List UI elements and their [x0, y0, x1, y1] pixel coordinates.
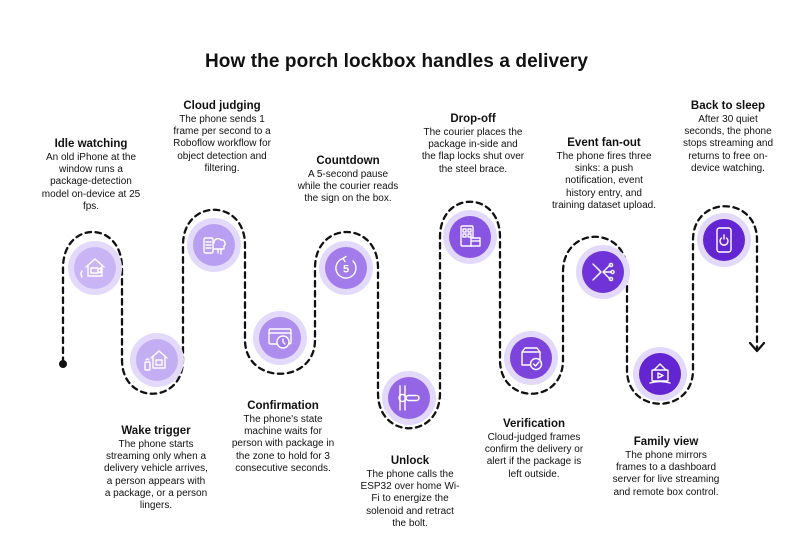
package-check-icon — [521, 347, 543, 371]
lockbox-package-icon — [460, 225, 481, 247]
route-end-arrow — [748, 341, 766, 353]
step-cloud-circle — [193, 224, 235, 266]
step-verify-node — [504, 331, 558, 385]
countdown-five-icon: 5 — [335, 255, 357, 279]
step-title: Drop-off — [450, 113, 496, 125]
step-desc: A 5-second pause while the courier reads… — [297, 169, 399, 205]
step-title: Event fan-out — [567, 137, 641, 149]
step-desc: The phone calls the ESP32 over home Wi-F… — [360, 469, 460, 529]
step-confirm-text: Confirmation The phone's state machine w… — [229, 399, 337, 475]
house-signal-icon — [144, 350, 168, 371]
step-sleep-text: Back to sleep After 30 quiet seconds, th… — [680, 99, 776, 175]
step-desc: The phone's state machine waits for pers… — [231, 414, 335, 474]
step-desc: Cloud-judged frames confirm the delivery… — [484, 432, 584, 480]
fan-out-icon — [592, 262, 615, 282]
step-cloud-node — [187, 218, 241, 272]
step-cloud-text: Cloud judging The phone sends 1 frame pe… — [171, 99, 273, 175]
route-start-dot — [59, 360, 67, 368]
step-countdown-circle — [325, 247, 367, 289]
step-family-node — [633, 347, 687, 401]
step-title: Idle watching — [54, 138, 128, 150]
step-fanout-node — [576, 245, 630, 299]
step-desc: After 30 quiet seconds, the phone stops … — [682, 114, 774, 174]
svg-text:5: 5 — [343, 264, 349, 276]
step-title: Wake trigger — [121, 425, 191, 437]
step-desc: The phone fires three sinks: a push noti… — [552, 151, 656, 211]
step-confirm-node — [253, 311, 307, 365]
step-idle-node — [68, 241, 122, 295]
dashed-route — [61, 200, 759, 430]
solenoid-bolt-icon — [398, 385, 420, 411]
step-fanout-text: Event fan-out The phone fires three sink… — [552, 136, 656, 212]
step-desc: The courier places the package in-side a… — [421, 127, 525, 175]
step-verify-text: Verification Cloud-judged frames confirm… — [480, 417, 588, 481]
step-sleep-circle — [703, 219, 745, 261]
step-title: Verification — [503, 418, 565, 430]
step-sleep-node — [697, 213, 751, 267]
step-wake-text: Wake trigger The phone starts streaming … — [104, 424, 208, 512]
step-countdown-text: Countdown A 5-second pause while the cou… — [296, 154, 400, 206]
step-title: Cloud judging — [183, 100, 261, 112]
step-countdown-node: 5 — [319, 241, 373, 295]
step-desc: The phone starts streaming only when a d… — [104, 439, 208, 512]
step-idle-text: Idle watching An old iPhone at the windo… — [38, 137, 144, 213]
step-verify-circle — [510, 337, 552, 379]
step-unlock-circle — [388, 377, 430, 419]
step-title: Confirmation — [247, 400, 319, 412]
step-wake-node — [130, 333, 184, 387]
step-family-text: Family view The phone mirrors frames to … — [611, 435, 721, 499]
step-unlock-text: Unlock The phone calls the ESP32 over ho… — [358, 454, 462, 530]
phone-power-icon — [716, 227, 732, 253]
step-title: Unlock — [390, 455, 430, 467]
step-desc: The phone sends 1 frame per second to a … — [173, 114, 271, 174]
house-camera-icon — [80, 258, 105, 278]
diagram-title: How the porch lockbox handles a delivery — [204, 51, 589, 72]
browser-timer-icon — [268, 328, 292, 349]
family-monitor-icon — [649, 363, 671, 384]
step-dropoff-node — [443, 210, 497, 264]
step-title: Countdown — [316, 155, 380, 167]
step-desc: An old iPhone at the window runs a packa… — [41, 152, 141, 212]
step-title: Family view — [633, 436, 699, 448]
phone-cloud-icon — [203, 237, 226, 255]
step-desc: The phone mirrors frames to a dashboard … — [612, 450, 720, 498]
step-unlock-node — [382, 371, 436, 425]
step-title: Back to sleep — [690, 100, 766, 112]
step-dropoff-text: Drop-off The courier places the package … — [421, 112, 525, 176]
